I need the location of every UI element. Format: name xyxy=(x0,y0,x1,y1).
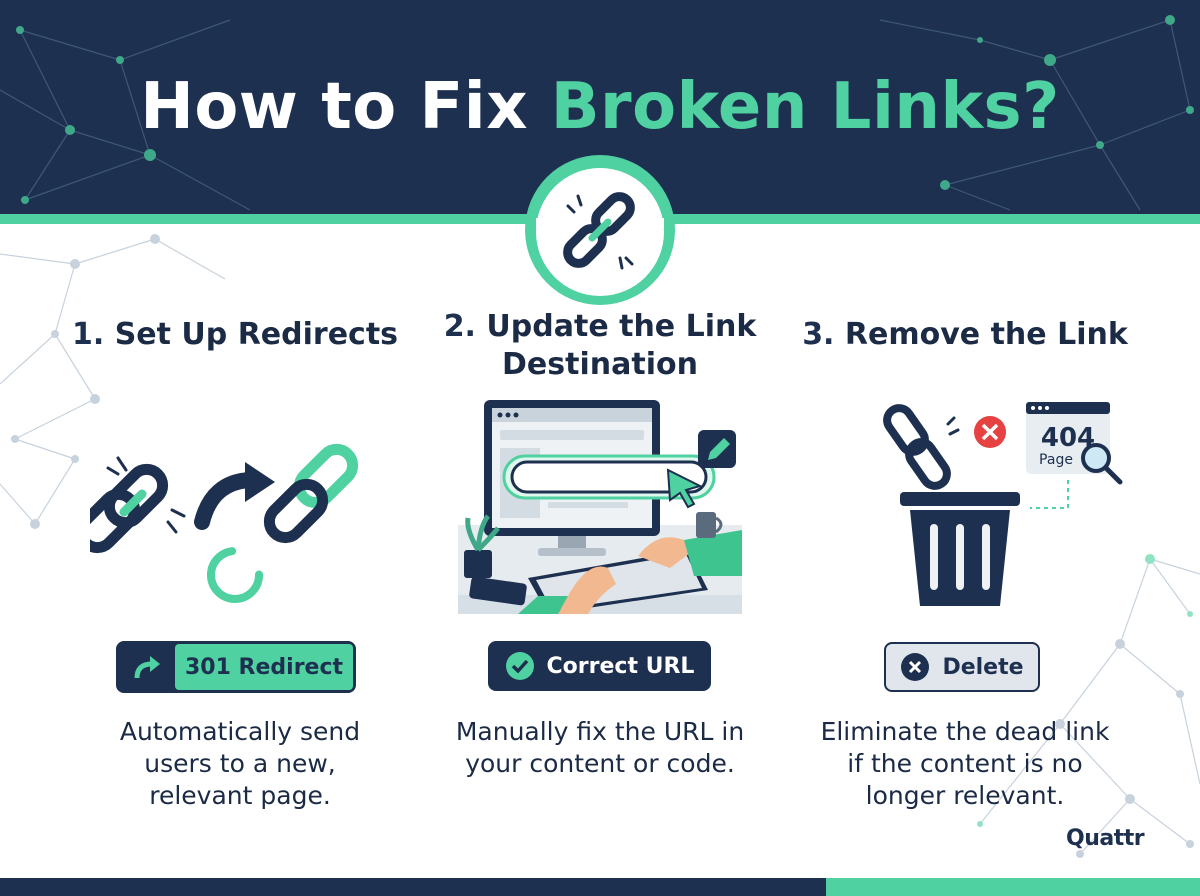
delete-label: Delete xyxy=(942,654,1024,680)
step1-description: Automatically send users to a new, relev… xyxy=(119,717,361,810)
step3-description: Eliminate the dead link if the content i… xyxy=(820,717,1110,810)
page-title: How to Fix Broken Links? xyxy=(140,70,1060,144)
footer-bar-green xyxy=(826,878,1200,896)
trash-illustration: 404 Page xyxy=(883,402,1123,606)
step2-title: 2. Update the Link Destination xyxy=(443,309,757,382)
computer-illustration xyxy=(458,400,742,614)
broken-link-icon xyxy=(563,192,635,270)
step2-description: Manually fix the URL in your content or … xyxy=(455,717,745,778)
404-page-label: Page xyxy=(1039,452,1073,468)
footer-bar-navy xyxy=(0,878,826,896)
background-network xyxy=(0,234,1200,858)
correct-url-label: Correct URL xyxy=(546,653,695,679)
step1-title: 1. Set Up Redirects xyxy=(71,317,399,352)
close-circle-icon xyxy=(901,653,930,681)
redirect-illustration xyxy=(90,443,359,603)
301-redirect-label: 301 Redirect xyxy=(175,644,353,690)
step3-title: 3. Remove the Link xyxy=(802,317,1128,352)
301-redirect-button[interactable]: 301 Redirect xyxy=(116,641,356,693)
network-pattern xyxy=(0,15,1194,211)
brand-logo: Quattr xyxy=(1066,826,1145,851)
delete-button[interactable]: Delete xyxy=(884,642,1040,692)
check-circle-icon xyxy=(505,652,534,680)
correct-url-button[interactable]: Correct URL xyxy=(488,641,711,691)
redirect-arrow-icon xyxy=(119,644,175,690)
